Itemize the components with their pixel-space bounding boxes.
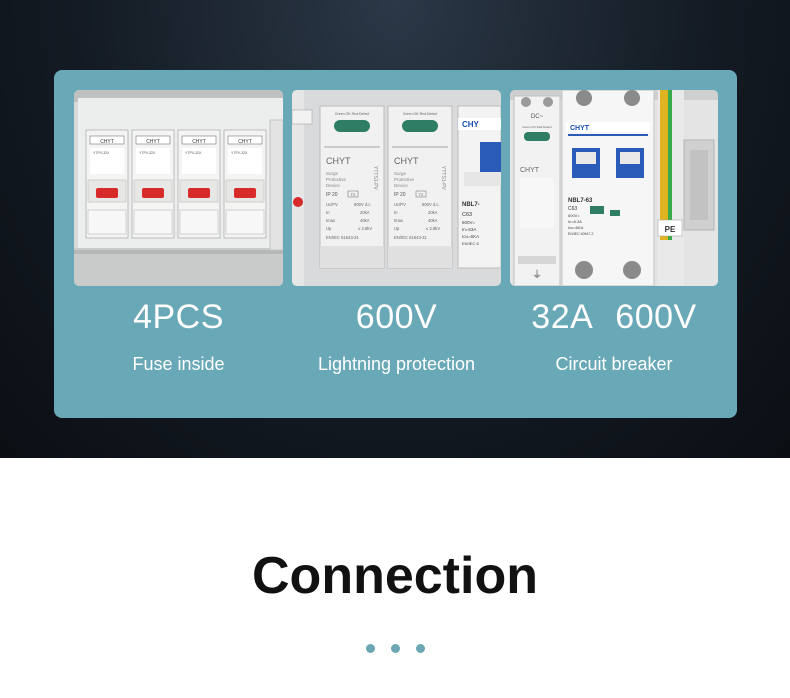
fuse-brand-text: CHYT [146,139,160,145]
surge-line: Device [394,183,408,188]
breaker-caption: Circuit breaker [555,354,673,374]
surge-line: IP 20 [326,192,338,198]
fuse-count-stat: 4PCS [133,298,224,336]
circuit-breaker-photo: DC~ Green:OK Red:Defect CHYT ⏚ CHYT [510,90,718,286]
surge-line: Up [394,226,400,231]
breaker-brand-text: CHY [462,120,480,129]
fuse-model-text: YTPV-32X [185,151,202,155]
surge-value: 20kA [360,210,370,215]
surge-line: Surge [394,171,407,176]
surge-line: Protective [394,177,415,182]
spd-brand-text: CHYT [520,167,540,174]
current-rating: 32A [531,298,594,336]
surge-line: Surge [326,171,339,176]
surge-line: EN/IEC 61643-31 [394,235,427,240]
surge-value: 40kA [428,218,438,223]
surge-protector-photo: Green:OK Red:Defect CHYT Surge Protectiv… [292,90,501,286]
fuse-model-text: YTPV-32X [139,151,156,155]
surge-line: EN/IEC 61643-31 [326,235,359,240]
fuse-brand-text: CHYT [192,139,206,145]
breaker-line: In=6.3A [568,219,582,224]
breaker-line: EN/IEC 60947-2 [568,232,594,236]
fuse-brand-text: CHYT [238,139,252,145]
surge-line: Imax [394,218,404,223]
section-heading: Connection [252,547,538,605]
feature-panel: CHYT YTPV-32X CHYT YTPV-32X [54,70,737,418]
surge-value: 600V d.c. [422,202,440,207]
pe-label: PE [665,225,676,234]
dc-label: DC~ [531,114,544,120]
breaker-rating-stat: 32A 600V [510,298,718,337]
surge-line: Up [326,226,332,231]
surge-line: In [326,210,330,215]
breaker-line: Icu=6KA [568,225,584,230]
breaker-line: Icu=6KA [462,234,479,239]
fuse-model-text: YTPV-32X [93,151,110,155]
dot-icon [365,644,375,653]
surge-line: Uc/PV [326,202,338,207]
surge-line: IP 20 [394,192,406,198]
fuse-photo: CHYT YTPV-32X CHYT YTPV-32X [74,90,283,286]
surge-class: T2 [351,192,356,197]
lightning-caption: Lightning protection [317,354,476,374]
hero-banner: CHYT YTPV-32X CHYT YTPV-32X [0,0,790,458]
breaker-line: 600V= [462,220,476,225]
breaker-line: In=63A [462,227,476,232]
surge-value: 20kA [428,210,438,215]
surge-brand-text: CHYT [326,156,351,166]
surge-line: Device [326,183,340,188]
surge-line: Protective [326,177,347,182]
breaker-brand-text: CHYT [570,125,590,132]
breaker-line: 600V= [568,213,580,218]
surge-status-text: Green:OK Red:Defect [335,112,369,116]
surge-line: Uc/PV [394,202,406,207]
dot-icon [390,644,400,653]
surge-brand-text: CHYT [394,156,419,166]
breaker-model-text: NBL7-63 [568,198,593,204]
surge-model-text: YTTS1-PV [372,166,378,191]
spd-status-text: Green:OK Red:Defect [522,125,552,129]
surge-value: 40kA [360,218,370,223]
surge-model-text: YTTS1-PV [440,166,446,191]
breaker-model-text: NBL7- [462,202,480,208]
fuse-brand-text: CHYT [100,139,114,145]
decorative-dots [0,640,790,658]
surge-value: ≤ 2.8kV [426,226,440,231]
fuse-model-text: YTPV-32X [231,151,248,155]
voltage-stat: 600V [355,298,438,336]
breaker-line: EN/IEC 6 [462,241,479,246]
dot-icon [415,644,425,653]
surge-status-text: Green:OK Red:Defect [403,112,437,116]
surge-class: T2 [419,192,424,197]
breaker-line: C63 [462,212,472,218]
surge-value: ≤ 2.8kV [358,226,372,231]
svg-text:⏚: ⏚ [532,269,542,281]
surge-value: 600V d.c. [354,202,372,207]
fuse-caption: Fuse inside [132,354,225,374]
breaker-line: C63 [568,206,577,212]
surge-line: Imax [326,218,336,223]
surge-line: In [394,210,398,215]
voltage-rating: 600V [615,298,697,336]
